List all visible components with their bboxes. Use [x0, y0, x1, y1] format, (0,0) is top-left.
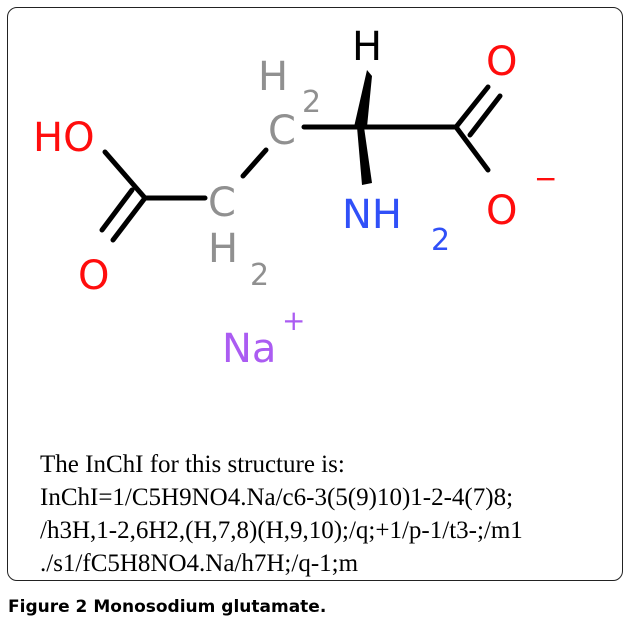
bond-ho-c1 — [102, 149, 148, 201]
inchi-line-1: InChI=1/C5H9NO4.Na/c6-3(5(9)10)1-2-4(7)8… — [40, 484, 514, 511]
inchi-line-2: /h3H,1-2,6H2,(H,7,8)(H,9,10);/q;+1/p-1/t… — [40, 517, 523, 544]
figure-caption-text: Monosodium glutamate. — [93, 597, 327, 617]
bond-c5-ominus — [453, 124, 491, 173]
inchi-intro: The InChI for this structure is: — [40, 451, 345, 478]
inchi-text-block: The InChI for this structure is: InChI=1… — [40, 448, 615, 580]
atom-amine: NH — [342, 192, 402, 238]
figure-label: Figure 2 — [8, 597, 88, 617]
atom-h2-bottom-sub: 2 — [250, 258, 269, 293]
charge-plus: + — [282, 304, 305, 337]
atom-hydroxyl: HO — [33, 115, 95, 161]
bond-c5-o-b — [467, 93, 503, 138]
atom-h2-top-h: H — [258, 54, 288, 100]
atom-carbon-top: C — [268, 108, 296, 154]
atom-h2-top-sub: 2 — [302, 85, 321, 120]
figure-frame — [7, 7, 623, 581]
charge-minus: − — [534, 162, 557, 195]
bond-c5-o-a — [453, 84, 491, 130]
atom-oxygen-minus: O — [486, 188, 517, 234]
atom-hydrogen-stereo: H — [352, 24, 382, 70]
atom-amine-sub: 2 — [431, 223, 450, 258]
ion-sodium: Na — [222, 326, 276, 372]
molecule-structure: HO O O O − H C H 2 C H 2 NH 2 Na + — [33, 24, 557, 372]
atom-oxygen-left: O — [78, 253, 109, 299]
bond-c1-o-a — [110, 195, 148, 243]
bond-c1-o-b — [99, 187, 135, 233]
atom-oxygen-top: O — [486, 39, 517, 85]
bond-wedge-n — [357, 127, 372, 185]
bond-c2-c3 — [240, 147, 269, 179]
inchi-line-3: ./s1/fC5H8NO4.Na/h7H;/q-1;m — [40, 550, 359, 577]
atom-carbon-bottom: C — [208, 180, 236, 226]
atom-h2-bottom-h: H — [208, 226, 238, 272]
bond-wedge-h — [354, 70, 372, 127]
